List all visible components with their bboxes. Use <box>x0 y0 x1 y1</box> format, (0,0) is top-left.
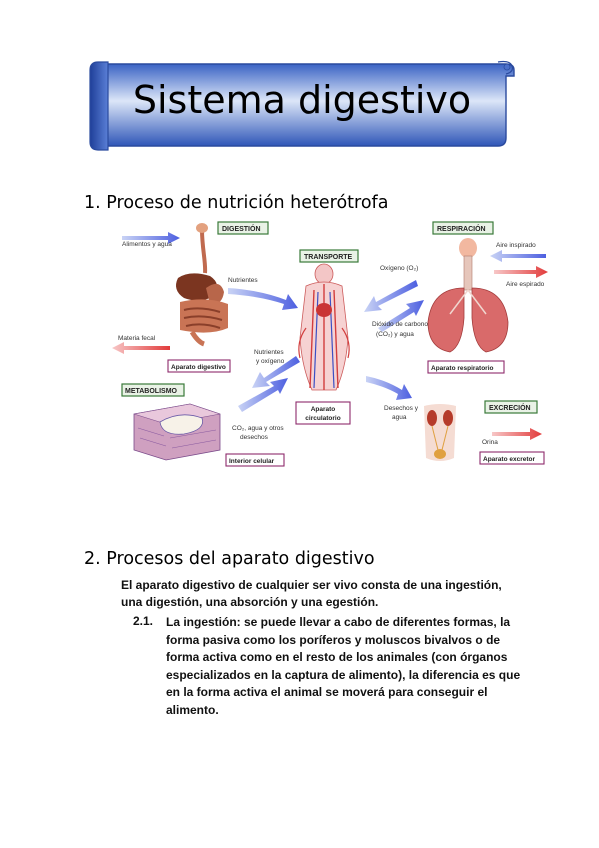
label-oxigeno: Oxígeno (O₂) <box>380 265 418 272</box>
caption-aparato-circulatorio-line1: Aparato <box>311 406 336 413</box>
label-aire-inspirado: Aire inspirado <box>496 242 536 249</box>
box-digestion-label: DIGESTIÓN <box>222 224 261 233</box>
list-item-number: 2.1. <box>133 614 154 628</box>
arrow-aire-inspirado <box>490 250 546 262</box>
nutrition-diagram: DIGESTIÓN RESPIRACIÓN TRANSPORTE METABOL… <box>112 221 548 467</box>
label-desechos-line2: agua <box>392 414 407 421</box>
arrow-orina <box>492 428 542 440</box>
box-metabolismo <box>121 383 185 397</box>
label-nutrientes: Nutrientes <box>228 277 258 284</box>
label-orina: Orina <box>482 439 498 446</box>
list-item-ingestion: La ingestión: se puede llevar a cabo de … <box>166 615 521 717</box>
box-digestion <box>217 221 269 235</box>
arrow-aire-espirado <box>494 266 548 278</box>
page-title: Sistema digestivo <box>132 78 472 122</box>
caption-aparato-respiratorio <box>427 360 505 374</box>
label-desechos-line1: Desechos y <box>384 405 419 412</box>
label-materia-fecal: Materia fecal <box>118 335 156 342</box>
box-transporte <box>299 249 359 263</box>
arrow-nutrientes-oxigeno <box>252 356 300 388</box>
caption-aparato-circulatorio <box>295 401 351 425</box>
digestive-system-illustration <box>176 223 228 347</box>
label-aire-espirado: Aire espirado <box>506 281 545 288</box>
arrow-materia-fecal <box>112 342 170 354</box>
label-nutrientes-oxigeno-line2: y oxígeno <box>256 358 285 365</box>
label-nutrientes-oxigeno-line1: Nutrientes <box>254 349 284 356</box>
box-transporte-label: TRANSPORTE <box>304 254 353 261</box>
arrow-oxigeno <box>364 280 418 312</box>
label-dioxido-line1: Dióxido de carbono <box>372 321 428 328</box>
arrow-nutrientes <box>228 288 298 310</box>
label-co2-agua-line2: desechos <box>240 434 269 441</box>
caption-aparato-circulatorio-line2: circulatorio <box>305 415 340 422</box>
label-alimentos: Alimentos y agua <box>122 241 172 248</box>
excretory-system-illustration <box>424 404 456 461</box>
arrow-desechos <box>366 376 412 400</box>
box-metabolismo-label: METABOLISMO <box>125 388 178 395</box>
cell-tissue-illustration <box>133 403 221 461</box>
caption-aparato-excretor <box>479 451 545 465</box>
box-excrecion-label: EXCRECIÓN <box>489 403 531 412</box>
arrow-dioxido <box>378 300 424 332</box>
circulatory-system-illustration <box>298 263 350 391</box>
respiratory-system-illustration <box>427 238 509 353</box>
label-dioxido-line2: (CO₂) y agua <box>376 331 414 338</box>
section-heading-nutricion: 1. Proceso de nutrición heterótrofa <box>84 193 389 213</box>
title-banner <box>89 60 515 151</box>
caption-interior-celular <box>225 453 285 467</box>
box-respiracion <box>432 221 494 235</box>
caption-aparato-digestivo <box>167 359 231 373</box>
caption-aparato-digestivo-text: Aparato digestivo <box>171 364 226 371</box>
arrow-alimentos <box>122 232 180 244</box>
caption-aparato-excretor-text: Aparato excretor <box>483 456 535 463</box>
section-heading-procesos: 2. Procesos del aparato digestivo <box>84 549 375 569</box>
arrow-co2-agua <box>238 378 288 412</box>
label-co2-agua-line1: CO₂, agua y otros <box>232 425 284 432</box>
intro-paragraph: El aparato digestivo de cualquier ser vi… <box>121 578 502 609</box>
box-respiracion-label: RESPIRACIÓN <box>437 224 486 233</box>
box-excrecion <box>484 400 538 414</box>
caption-aparato-respiratorio-text: Aparato respiratorio <box>431 365 494 372</box>
caption-interior-celular-text: Interior celular <box>229 458 275 465</box>
